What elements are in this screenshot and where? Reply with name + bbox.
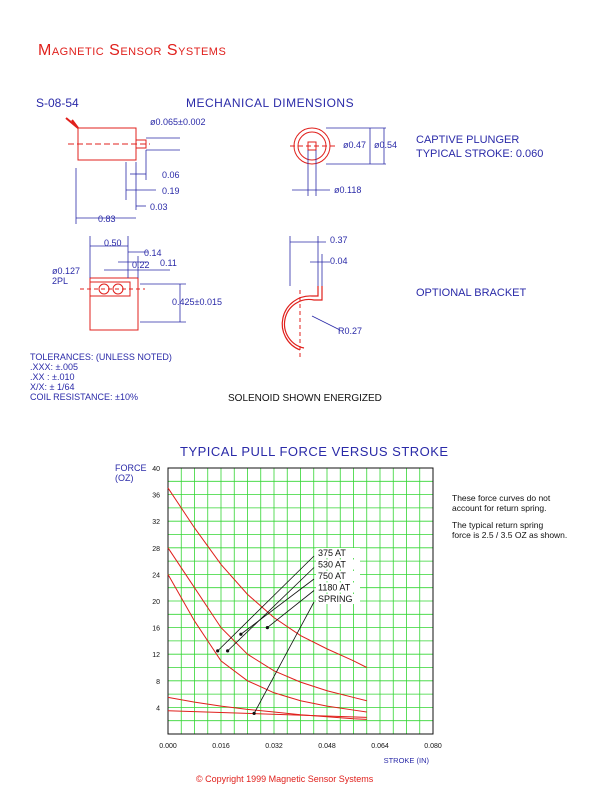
side-note-2: account for return spring. (452, 503, 547, 513)
label-background (316, 582, 360, 593)
side-note-1: These force curves do not (452, 493, 551, 503)
x-tick-label: 0.064 (371, 743, 389, 750)
part-number: S-08-54 (36, 96, 79, 110)
y-tick-label: 12 (152, 652, 160, 659)
y-tick-label: 8 (156, 679, 160, 686)
label-background (316, 559, 360, 570)
dim-plunger-054: ø0.54 (374, 140, 398, 150)
chart-ylabel-line1: FORCE (115, 463, 147, 473)
series-530-at (167, 574, 367, 713)
dim-plunger-0118: ø0.118 (334, 185, 362, 195)
dim-022: 0.22 (132, 260, 150, 270)
company-title: Magnetic Sensor Systems (38, 42, 227, 59)
tolerance-line-2: .XX : ±.010 (30, 372, 75, 382)
dim-shaft-dia: ø0.065±0.002 (150, 117, 206, 127)
dim-plunger-047: ø0.47 (343, 140, 367, 150)
mechanical-drawing (65, 117, 386, 360)
label-background (316, 548, 360, 558)
series-750-at (167, 547, 367, 702)
dim-037: 0.37 (330, 235, 348, 245)
x-tick-label: 0.080 (424, 743, 442, 750)
note-solenoid-energized: SOLENOID SHOWN ENERGIZED (228, 393, 382, 404)
y-tick-label: 40 (152, 466, 160, 473)
note-optional-bracket: OPTIONAL BRACKET (416, 287, 527, 299)
y-tick-label: 32 (152, 519, 160, 526)
series-1180-at (167, 487, 367, 668)
x-tick-label: 0.016 (212, 743, 230, 750)
x-tick-label: 0.000 (159, 743, 177, 750)
dim-hole-qty: 2PL (52, 276, 69, 286)
plunger-tip (135, 139, 147, 149)
y-tick-label: 24 (152, 572, 160, 579)
leader-line (240, 578, 315, 635)
tolerance-line-3: X/X: ± 1/64 (30, 382, 75, 392)
side-note-3: The typical return spring (452, 520, 544, 530)
solenoid-bottom-body (89, 277, 139, 331)
dim-014: 0.14 (144, 248, 162, 258)
label-background (316, 571, 360, 581)
y-tick-label: 28 (152, 546, 160, 553)
section-title: MECHANICAL DIMENSIONS (186, 96, 355, 110)
series-label: SPRING (318, 594, 353, 604)
arrow-marker (65, 117, 79, 129)
tolerance-line-1: .XXX: ±.005 (30, 362, 78, 372)
y-tick-label: 16 (152, 626, 160, 633)
leader-dot (265, 626, 269, 630)
dim-019: 0.19 (162, 186, 180, 196)
series-label: 530 AT (318, 560, 346, 570)
series-label: 1180 AT (318, 583, 351, 593)
plot-frame (167, 467, 434, 735)
leader-dot (239, 632, 243, 636)
label-background (316, 594, 360, 604)
note-captive-plunger: CAPTIVE PLUNGER (416, 134, 520, 146)
series-label: 750 AT (318, 571, 346, 581)
tolerance-line-0: TOLERANCES: (UNLESS NOTED) (30, 352, 172, 362)
dim-011: 0.11 (160, 258, 177, 268)
y-tick-label: 20 (152, 599, 160, 606)
chart-ylabel-line2: (OZ) (115, 473, 134, 483)
series-label: 375 AT (318, 548, 346, 558)
y-tick-label: 4 (156, 705, 160, 712)
dim-003: 0.03 (150, 202, 168, 212)
leader-line (253, 601, 315, 714)
leader-dot (216, 649, 220, 653)
side-note-4: force is 2.5 / 3.5 OZ as shown. (452, 530, 568, 540)
series-375-at (167, 696, 367, 720)
leader-line (227, 567, 315, 652)
dim-radius: R0.27 (338, 326, 363, 336)
copyright: © Copyright 1999 Magnetic Sensor Systems (196, 774, 374, 784)
dim-006: 0.06 (162, 170, 180, 180)
dim-004: 0.04 (330, 256, 348, 266)
x-tick-label: 0.048 (318, 743, 336, 750)
bracket-outline (281, 286, 319, 351)
dim-050: 0.50 (104, 238, 122, 248)
leader-line (217, 555, 315, 652)
leader-dot (226, 649, 230, 653)
tolerance-line-4: COIL RESISTANCE: ±10% (30, 392, 138, 402)
leader-dot (252, 711, 256, 715)
note-typical-stroke: TYPICAL STROKE: 0.060 (416, 148, 544, 160)
chart-title: TYPICAL PULL FORCE VERSUS STROKE (180, 444, 449, 459)
dim-083: 0.83 (98, 214, 116, 224)
y-tick-label: 36 (152, 493, 160, 500)
dim-0425: 0.425±0.015 (172, 297, 222, 307)
x-tick-label: 0.032 (265, 743, 283, 750)
x-axis-label: STROKE (IN) (384, 756, 430, 765)
dim-hole-dia: ø0.127 (52, 266, 81, 276)
leader-line (267, 590, 315, 628)
series-spring (167, 710, 367, 718)
